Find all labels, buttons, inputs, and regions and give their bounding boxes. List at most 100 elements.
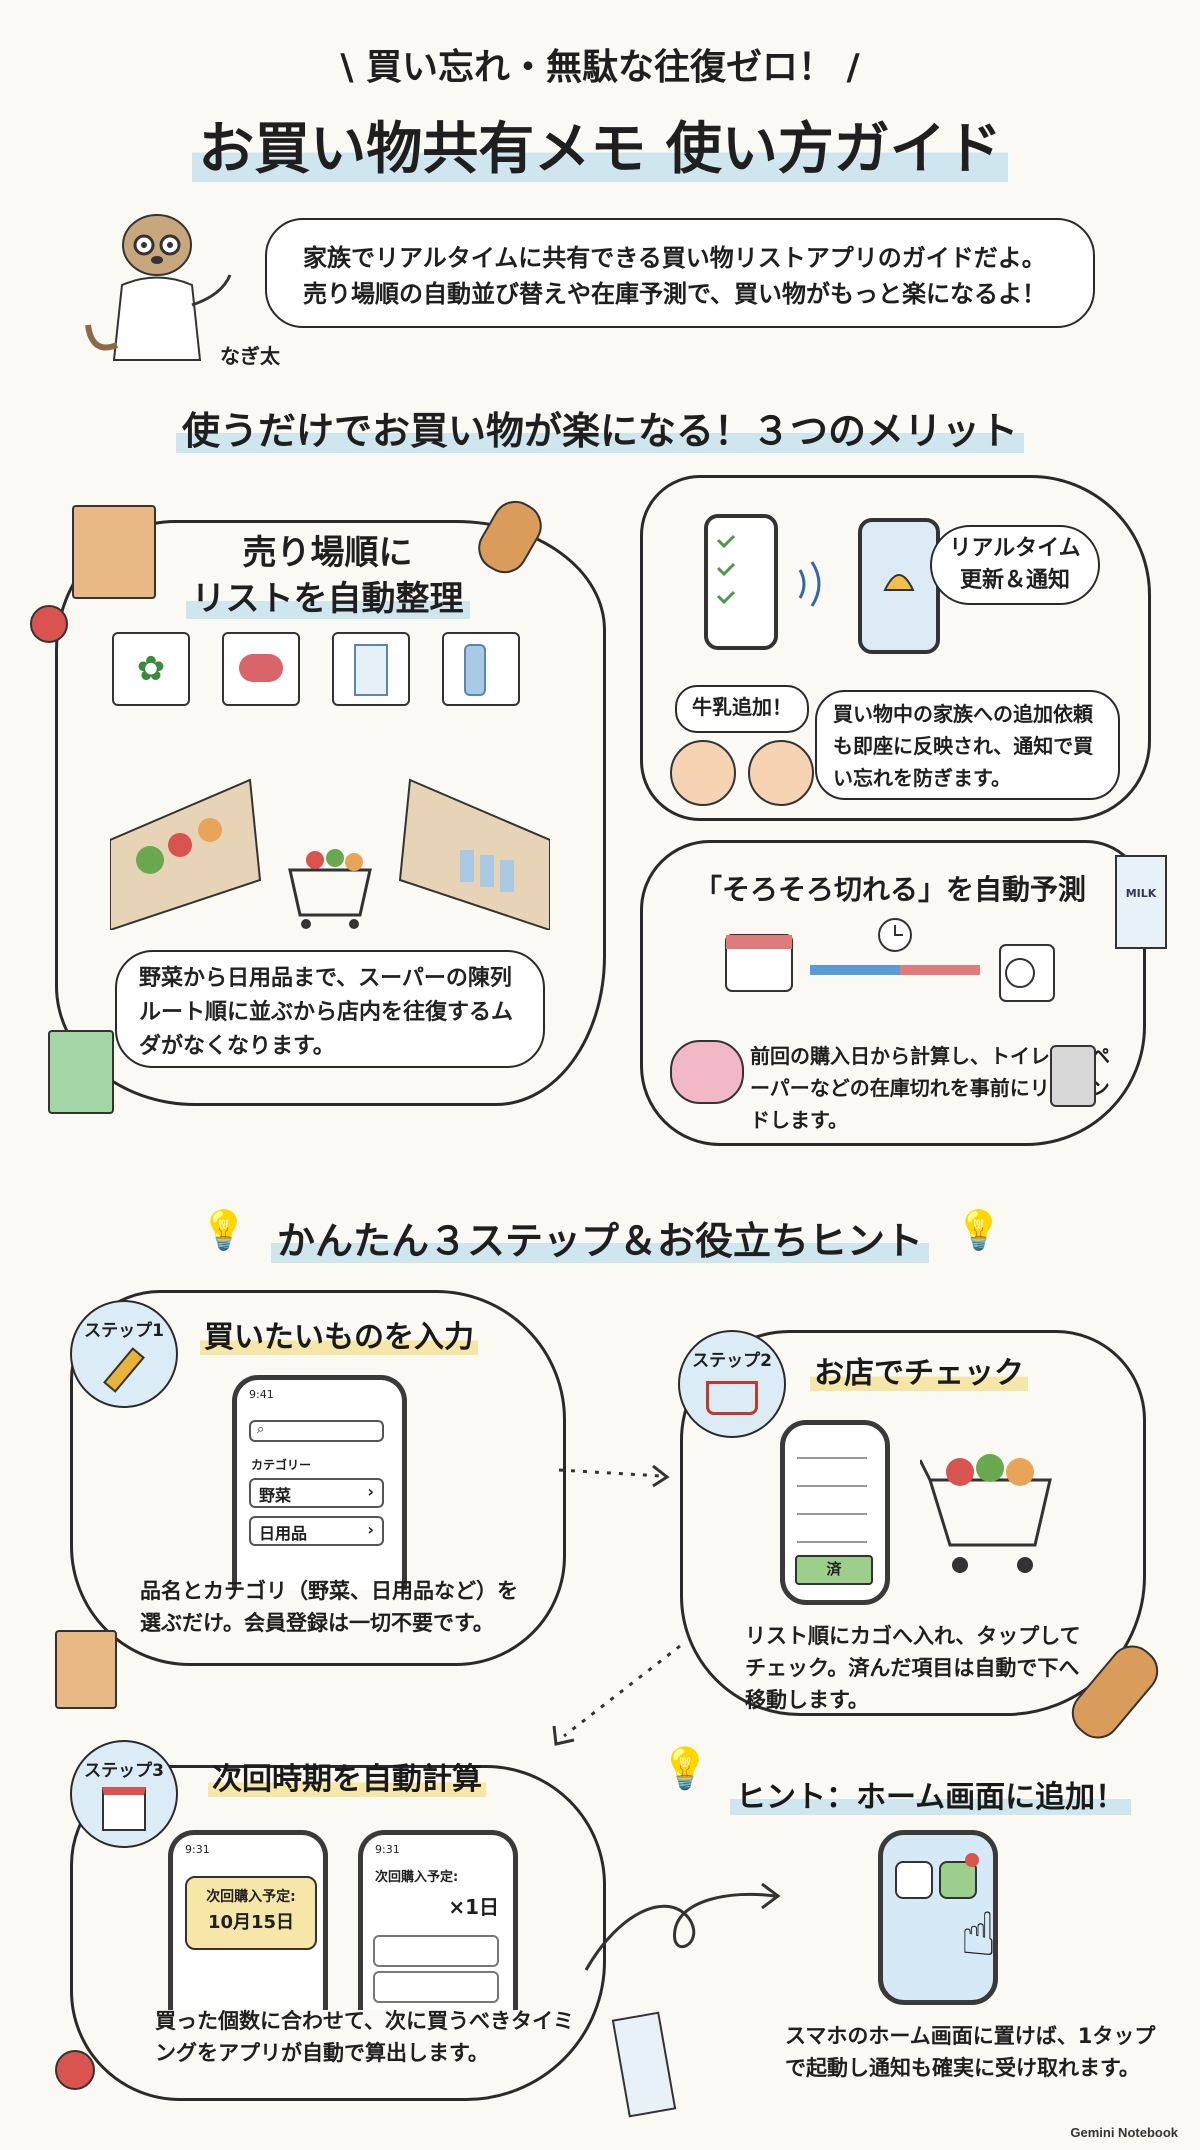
done-button[interactable]: 済	[795, 1555, 873, 1585]
merit-realtime-description: 買い物中の家族への追加依頼も即座に反映され、通知で買い忘れを防ぎます。	[833, 702, 1094, 790]
chevron-right-icon: ›	[367, 1520, 374, 1539]
calculator-icon	[1050, 1045, 1096, 1107]
brain-icon	[670, 1040, 744, 1104]
step1-badge-label: ステップ1	[84, 1321, 164, 1341]
milk-carton-icon	[332, 632, 410, 706]
phone-search-input[interactable]: ⌕	[249, 1420, 384, 1442]
chat-milk-label: 牛乳追加！	[692, 695, 792, 719]
step2-title: お店でチェック	[810, 1356, 1028, 1391]
shopping-bag-green-icon	[48, 1030, 114, 1114]
step3-badge: ステップ3	[70, 1740, 178, 1848]
step2-badge: ステップ2	[678, 1330, 786, 1438]
merit-predict-title: 「そろそろ切れる」を自動予測	[693, 873, 1086, 906]
step1-title: 買いたいものを入力	[200, 1320, 478, 1355]
mascot	[82, 205, 232, 375]
intro-speech-bubble: 家族でリアルタイムに共有できる買い物リストアプリのガイドだよ。売り場順の自動並び…	[265, 218, 1095, 328]
step3-phone-right: 9:31 次回購入予定: ×1日	[358, 1830, 518, 2010]
phones-illustration	[700, 510, 960, 660]
category-item-label: 日用品	[259, 1524, 308, 1543]
mascot-name: なぎ太	[220, 344, 280, 368]
header-tagline: \ 買い忘れ・無駄な往復ゼロ！ /	[340, 47, 860, 88]
checklist-row[interactable]	[797, 1443, 867, 1459]
steps-heading: かんたん３ステップ＆お役立ちヒント	[270, 1219, 929, 1263]
arrow-step1-to-step2	[555, 1450, 675, 1490]
next-date-label: 次回購入予定:	[206, 1889, 296, 1905]
realtime-title-bubble: リアルタイム更新＆通知	[930, 525, 1100, 605]
milk-carton-icon	[611, 2011, 677, 2118]
merit-sort-bubble: 野菜から日用品まで、スーパーの陳列ルート順に並ぶから店内を往復するムダがなくなり…	[115, 950, 545, 1068]
checklist-row[interactable]	[797, 1499, 867, 1515]
category-item-vegetables[interactable]: 野菜 ›	[249, 1478, 384, 1508]
hint-title: ヒント：ホーム画面に追加！	[730, 1780, 1132, 1815]
app-icon[interactable]	[895, 1861, 933, 1899]
merit-sort-title: 売り場順に リストを自動整理	[55, 530, 600, 622]
hint-phone-home-screen	[878, 1830, 998, 2005]
calendar-clock-icon	[102, 1787, 146, 1831]
pencil-icon	[103, 1347, 145, 1393]
step1-phone-mockup: 9:41 ⌕ カテゴリー 野菜 › 日用品 ›	[232, 1375, 407, 1590]
hint-lightbulb-icon: 💡	[660, 1746, 710, 1792]
meat-icon	[222, 632, 300, 706]
search-icon: ⌕	[257, 1422, 265, 1437]
category-icons: ✿	[112, 632, 532, 712]
shopping-cart-illustration	[918, 1450, 1070, 1580]
category-item-label: 野菜	[259, 1486, 292, 1505]
list-item[interactable]	[373, 1935, 499, 1967]
step2-badge-label: ステップ2	[692, 1351, 772, 1371]
tomato-icon	[30, 605, 68, 643]
bottle-icon	[442, 632, 520, 706]
phone-status-time: 9:31	[375, 1843, 400, 1856]
predict-timeline-illustration	[720, 915, 1070, 1015]
hint-description: スマホのホーム画面に置けば、1タップで起動し通知も確実に受け取れます。	[785, 2024, 1156, 2080]
checklist-row[interactable]	[797, 1471, 867, 1487]
step1-card	[70, 1290, 566, 1666]
step2-title-wrap: お店でチェック	[810, 1348, 1028, 1392]
step1-description: 品名とカテゴリ（野菜、日用品など）を選ぶだけ。会員登録は一切不要です。	[140, 1579, 518, 1635]
merit-card-predict	[640, 840, 1146, 1146]
chevron-right-icon: ›	[367, 1482, 374, 1501]
merit-card-sort	[55, 520, 606, 1106]
steps-heading-wrap: かんたん３ステップ＆お役立ちヒント	[0, 1210, 1200, 1265]
category-item-daily-goods[interactable]: 日用品 ›	[249, 1516, 384, 1546]
shopping-bag-icon	[55, 1630, 117, 1709]
next-date-value: 10月15日	[207, 1912, 295, 1933]
hint-title-wrap: ヒント：ホーム画面に追加！	[730, 1772, 1132, 1816]
merit-sort-title-line1: 売り場順に	[242, 533, 413, 573]
shopping-bag-icon	[72, 505, 156, 599]
step1-badge: ステップ1	[70, 1300, 178, 1408]
category-label: カテゴリー	[251, 1458, 312, 1472]
lightbulb-icon: 💡	[200, 1208, 248, 1252]
step3-title: 次回時期を自動計算	[208, 1762, 486, 1797]
shopping-app-icon[interactable]	[939, 1861, 977, 1899]
phone-status-time: 9:41	[249, 1388, 274, 1401]
arrow-step2-to-step3	[540, 1640, 690, 1750]
next-multiplier-value: ×1日	[448, 1895, 499, 1919]
tomato-icon	[55, 2050, 95, 2090]
footer-credit: Gemini Notebook	[1070, 2125, 1178, 2140]
avatar-boy	[670, 740, 736, 806]
step3-badge-label: ステップ3	[84, 1761, 164, 1781]
phone-status-time: 9:31	[185, 1843, 210, 1856]
list-item[interactable]	[373, 1971, 499, 2003]
merit-sort-description: 野菜から日用品まで、スーパーの陳列ルート順に並ぶから店内を往復するムダがなくなり…	[139, 966, 514, 1059]
merit-realtime-title: リアルタイム更新＆通知	[949, 536, 1081, 593]
step2-phone-mockup: 済	[780, 1420, 890, 1605]
checklist-row[interactable]	[797, 1527, 867, 1543]
notification-badge-icon	[965, 1853, 979, 1867]
merit-realtime-bubble: 買い物中の家族への追加依頼も即座に反映され、通知で買い忘れを防ぎます。	[815, 690, 1120, 800]
step1-title-wrap: 買いたいものを入力	[200, 1312, 478, 1356]
tapping-hand-icon: ☝	[960, 1900, 997, 1970]
chat-bubble-milk: 牛乳追加！	[675, 685, 809, 733]
milk-carton-decoration: MILK	[1115, 855, 1167, 949]
page-header: \ 買い忘れ・無駄な往復ゼロ！ / お買い物共有メモ 使い方ガイド	[0, 38, 1200, 185]
step3-description: 買った個数に合わせて、次に買うべきタイミングをアプリが自動で算出します。	[155, 2009, 574, 2065]
step2-description: リスト順にカゴへ入れ、タップしてチェック。済んだ項目は自動で下へ移動します。	[745, 1624, 1081, 1712]
vegetable-icon: ✿	[112, 632, 190, 706]
milk-carton-label: MILK	[1125, 887, 1157, 900]
avatar-girl	[748, 740, 814, 806]
intro-speech-text: 家族でリアルタイムに共有できる買い物リストアプリのガイドだよ。売り場順の自動並び…	[303, 244, 1047, 308]
merits-heading-wrap: 使うだけでお買い物が楽になる！３つのメリット	[0, 400, 1200, 455]
store-shelves-illustration	[109, 710, 551, 932]
arrow-step3-to-hint	[580, 1870, 790, 1980]
merits-heading: 使うだけでお買い物が楽になる！３つのメリット	[175, 409, 1024, 453]
